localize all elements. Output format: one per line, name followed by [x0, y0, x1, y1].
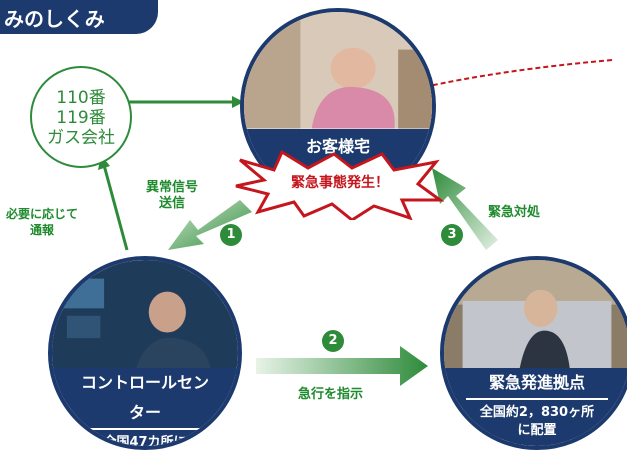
abnormal-signal-label: 異常信号 送信: [146, 180, 198, 212]
emergency-base-photo: [444, 260, 627, 376]
dispatch-label: 急行を指示: [298, 387, 364, 402]
emergency-base-sub1: 全国約2，830ヶ所: [479, 404, 595, 420]
step-1-badge: 1: [220, 224, 242, 246]
emergency-line-119: 119番: [56, 108, 106, 128]
control-center-band: コントロールセンター 全国47カ所に 配置: [52, 367, 238, 446]
page-title: みのしくみ: [4, 7, 105, 31]
emergency-line-gas: ガス会社: [47, 128, 115, 148]
report-line1: 必要に応じて: [6, 207, 79, 221]
control-center-sub1: 全国47カ所に: [103, 434, 187, 450]
header-tab: みのしくみ: [0, 0, 158, 34]
arrow-emergency-to-home-head: [232, 96, 244, 108]
abnormal-signal-line2: 送信: [159, 196, 186, 211]
control-center-photo: [52, 260, 238, 376]
report-label: 必要に応じて 通報: [6, 206, 78, 238]
step-3-badge: 3: [441, 224, 463, 246]
emergency-burst: [235, 150, 444, 220]
arrow-home-to-control: [168, 200, 252, 250]
emergency-line-110: 110番: [56, 88, 106, 108]
arrow-control-to-emergency: [102, 164, 129, 251]
red-dashed-arrow: [419, 59, 613, 89]
burst-text: 緊急事態発生！: [291, 175, 389, 191]
report-line2: 通報: [30, 223, 55, 237]
emergency-response-label: 緊急対処: [488, 205, 541, 220]
step-2-badge: 2: [322, 330, 344, 352]
home-photo: [244, 12, 432, 129]
emergency-base-sub2: に配置: [517, 422, 557, 438]
control-center-label: コントロールセンター: [74, 368, 216, 430]
arrow-control-to-base: [256, 346, 428, 386]
emergency-base-node: 緊急発進拠点 全国約2，830ヶ所 に配置: [440, 256, 627, 450]
abnormal-signal-line1: 異常信号: [146, 180, 199, 195]
emergency-services-node: 110番 119番 ガス会社: [30, 66, 132, 168]
arrow-base-to-home: [432, 168, 498, 250]
control-center-node: コントロールセンター 全国47カ所に 配置: [48, 256, 242, 450]
emergency-base-band: 緊急発進拠点 全国約2，830ヶ所 に配置: [444, 367, 627, 446]
emergency-base-label: 緊急発進拠点: [466, 368, 608, 400]
